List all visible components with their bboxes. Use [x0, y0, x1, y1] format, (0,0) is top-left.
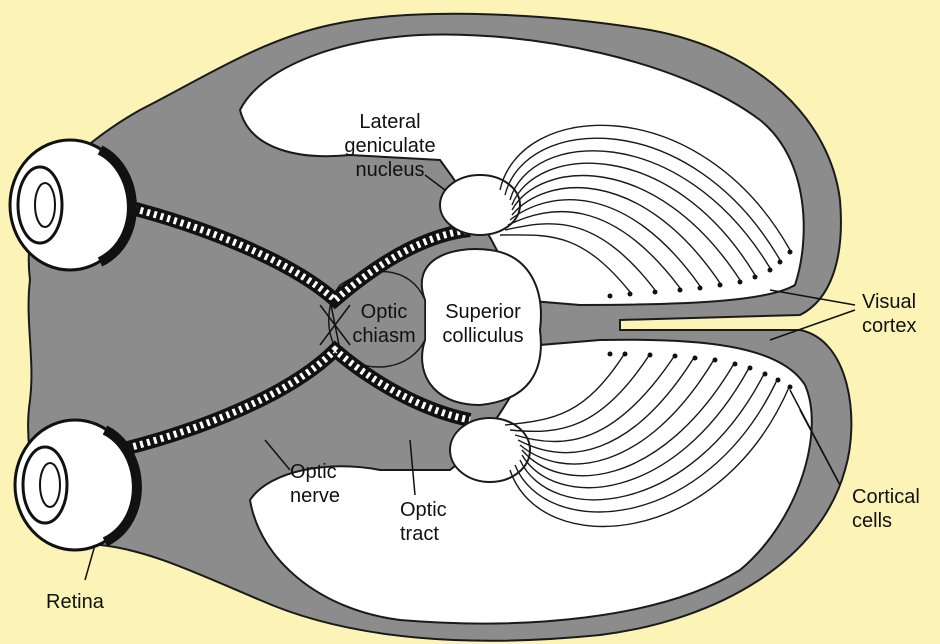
label-retina: Retina [46, 590, 104, 614]
label-optic-tract: Optic tract [400, 498, 447, 546]
label-superior-colliculus: Superior colliculus [428, 300, 538, 348]
label-lateral-geniculate-nucleus: Lateral geniculate nucleus [330, 110, 450, 182]
eye-upper [10, 140, 132, 270]
label-cortical-cells: Cortical cells [852, 485, 920, 533]
label-visual-cortex: Visual cortex [862, 290, 916, 338]
label-optic-chiasm: Optic chiasm [344, 300, 424, 348]
eye-lower [15, 420, 137, 550]
lgn-upper [440, 175, 520, 235]
label-optic-nerve: Optic nerve [290, 460, 340, 508]
